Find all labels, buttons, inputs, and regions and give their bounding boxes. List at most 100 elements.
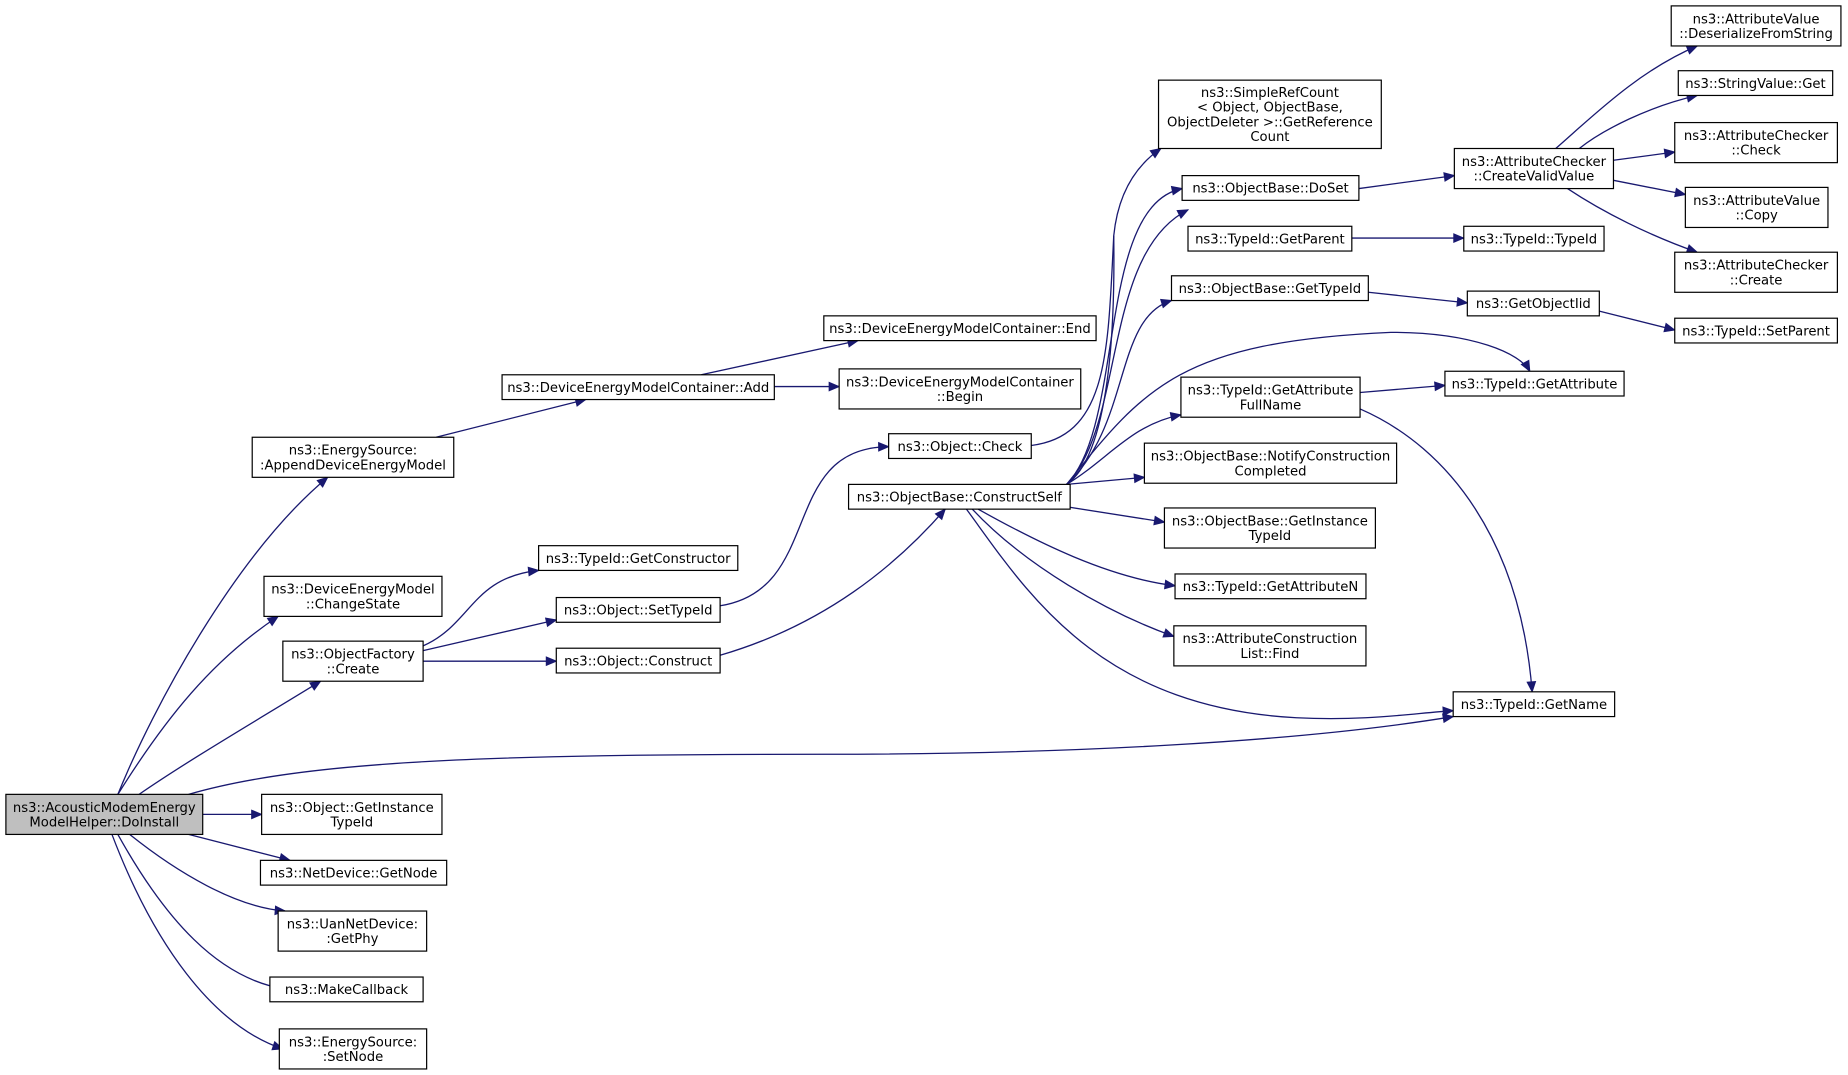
edge-line bbox=[1358, 174, 1455, 190]
arrow-head bbox=[316, 476, 329, 488]
function-node[interactable]: ns3::Object::Check bbox=[888, 433, 1032, 460]
edge-line bbox=[1066, 187, 1183, 485]
node-box bbox=[1452, 691, 1616, 718]
function-node[interactable]: ns3::DeviceEnergyModelContainer::End bbox=[823, 315, 1097, 342]
edge-root-to-n1 bbox=[117, 476, 329, 795]
node-box bbox=[1674, 317, 1838, 344]
edge-line bbox=[1578, 94, 1698, 150]
function-node[interactable]: ns3::SimpleRefCount< Object, ObjectBase,… bbox=[1157, 79, 1382, 150]
edge-root-to-n5 bbox=[117, 615, 280, 795]
edge-line bbox=[188, 833, 291, 861]
function-node[interactable]: ns3::DeviceEnergyModel::ChangeState bbox=[263, 575, 443, 617]
edge-line bbox=[971, 508, 1175, 638]
function-node[interactable]: ns3::DeviceEnergyModelContainer::Begin bbox=[838, 368, 1082, 410]
node-box bbox=[1143, 442, 1398, 484]
function-node[interactable]: ns3::AttributeChecker::Check bbox=[1674, 121, 1838, 164]
node-label: :GetPhy bbox=[326, 932, 378, 947]
node-box bbox=[1677, 70, 1834, 97]
node-label: ns3::DeviceEnergyModelContainer::Add bbox=[507, 381, 769, 396]
function-node[interactable]: ns3::TypeId::GetAttributeN bbox=[1174, 573, 1367, 600]
edge-line bbox=[117, 476, 329, 795]
edge-line bbox=[719, 508, 946, 656]
node-label: ns3::TypeId::GetAttributeN bbox=[1183, 580, 1359, 595]
node-label: ns3::DeviceEnergyModelContainer bbox=[846, 375, 1074, 390]
function-node[interactable]: ns3::StringValue::Get bbox=[1677, 70, 1834, 97]
edge-n12-to-n28 bbox=[1066, 506, 1166, 526]
node-label: ns3::TypeId::GetConstructor bbox=[546, 552, 731, 567]
function-node[interactable]: ns3::AttributeValue::Copy bbox=[1684, 186, 1829, 229]
node-box bbox=[1674, 251, 1838, 293]
arrow-head bbox=[309, 680, 322, 691]
edge-n14-to-n18 bbox=[1613, 179, 1687, 198]
function-node[interactable]: ns3::AttributeValue::DeserializeFromStri… bbox=[1670, 5, 1842, 47]
function-node[interactable]: ns3::TypeId::GetName bbox=[1452, 691, 1616, 718]
edge-n20-to-n21 bbox=[1351, 233, 1466, 244]
edge-line bbox=[1066, 476, 1145, 486]
edge-n12-to-n30 bbox=[971, 508, 1176, 638]
arrow-head bbox=[544, 617, 558, 628]
node-box bbox=[1170, 275, 1369, 302]
edge-line bbox=[138, 680, 321, 795]
arrow-head bbox=[1663, 148, 1677, 159]
function-node[interactable]: ns3::ObjectBase::ConstructSelf bbox=[847, 483, 1071, 510]
node-box bbox=[1463, 225, 1605, 252]
node-label: ns3::AttributeChecker bbox=[1462, 155, 1607, 170]
function-node[interactable]: ns3::EnergySource::SetNode bbox=[278, 1028, 428, 1070]
function-node[interactable]: ns3::TypeId::GetParent bbox=[1187, 225, 1353, 252]
function-node[interactable]: ns3::AttributeChecker::Create bbox=[1674, 251, 1838, 293]
arrow-head bbox=[1176, 209, 1190, 219]
node-label: ns3::AcousticModemEnergy bbox=[13, 801, 196, 816]
node-label: ns3::ObjectBase::GetInstance bbox=[1172, 514, 1368, 529]
function-node[interactable]: ns3::TypeId::GetConstructor bbox=[538, 545, 739, 572]
function-node[interactable]: ns3::ObjectBase::DoSet bbox=[1181, 175, 1360, 201]
edge-n22-to-n23 bbox=[1368, 291, 1469, 307]
node-box bbox=[501, 374, 775, 401]
function-node[interactable]: ns3::TypeId::GetAttribute bbox=[1444, 370, 1625, 397]
edge-line bbox=[701, 339, 859, 376]
function-node[interactable]: ns3::AttributeChecker::CreateValidValue bbox=[1453, 147, 1615, 190]
root-function-node[interactable]: ns3::AcousticModemEnergyModelHelper::DoI… bbox=[5, 793, 204, 836]
node-label: ::CreateValidValue bbox=[1474, 170, 1595, 185]
edge-line bbox=[422, 569, 539, 647]
arrow-head bbox=[1674, 187, 1687, 198]
function-node[interactable]: ns3::DeviceEnergyModelContainer::Add bbox=[501, 374, 775, 401]
edge-n11-to-n12 bbox=[719, 508, 947, 656]
nodes-layer: ns3::AcousticModemEnergyModelHelper::DoI… bbox=[5, 5, 1842, 1070]
node-box bbox=[1181, 175, 1360, 201]
function-node[interactable]: ns3::ObjectFactory::Create bbox=[282, 640, 424, 682]
function-node[interactable]: ns3::UanNetDevice::GetPhy bbox=[277, 910, 428, 952]
function-node[interactable]: ns3::MakeCallback bbox=[269, 976, 424, 1003]
node-label: Completed bbox=[1235, 464, 1307, 479]
node-label: ns3::Object::Construct bbox=[564, 654, 712, 669]
node-box bbox=[1444, 370, 1625, 397]
function-node[interactable]: ns3::ObjectBase::NotifyConstructionCompl… bbox=[1143, 442, 1398, 484]
edge-line bbox=[1066, 209, 1189, 485]
arrow-head bbox=[1456, 296, 1469, 307]
edge-line bbox=[435, 398, 586, 438]
function-node[interactable]: ns3::EnergySource::AppendDeviceEnergyMod… bbox=[251, 436, 455, 478]
edge-line bbox=[1555, 45, 1698, 149]
arrow-head bbox=[1442, 706, 1455, 717]
function-node[interactable]: ns3::ObjectBase::GetTypeId bbox=[1170, 275, 1369, 302]
node-label: ::DeserializeFromString bbox=[1679, 27, 1833, 42]
function-node[interactable]: ns3::Object::SetTypeId bbox=[555, 596, 721, 623]
edge-root-to-n33 bbox=[188, 833, 292, 863]
function-node[interactable]: ns3::NetDevice::GetNode bbox=[259, 859, 448, 886]
arrow-head bbox=[1453, 233, 1466, 244]
function-node[interactable]: ns3::GetObjectIid bbox=[1466, 290, 1600, 317]
node-label: ns3::DeviceEnergyModelContainer::End bbox=[829, 322, 1091, 337]
function-node[interactable]: ns3::TypeId::SetParent bbox=[1674, 317, 1838, 344]
arrow-head bbox=[828, 381, 841, 392]
edge-n12-to-n13 bbox=[1066, 185, 1184, 485]
node-label: ns3::TypeId::SetParent bbox=[1682, 324, 1830, 339]
function-node[interactable]: ns3::Object::Construct bbox=[555, 647, 721, 674]
edge-n26-to-n25 bbox=[1360, 381, 1447, 394]
arrow-head bbox=[1434, 381, 1447, 392]
edge-line bbox=[1613, 179, 1686, 196]
function-node[interactable]: ns3::TypeId::TypeId bbox=[1463, 225, 1605, 252]
node-label: < Object, ObjectBase, bbox=[1197, 101, 1343, 116]
